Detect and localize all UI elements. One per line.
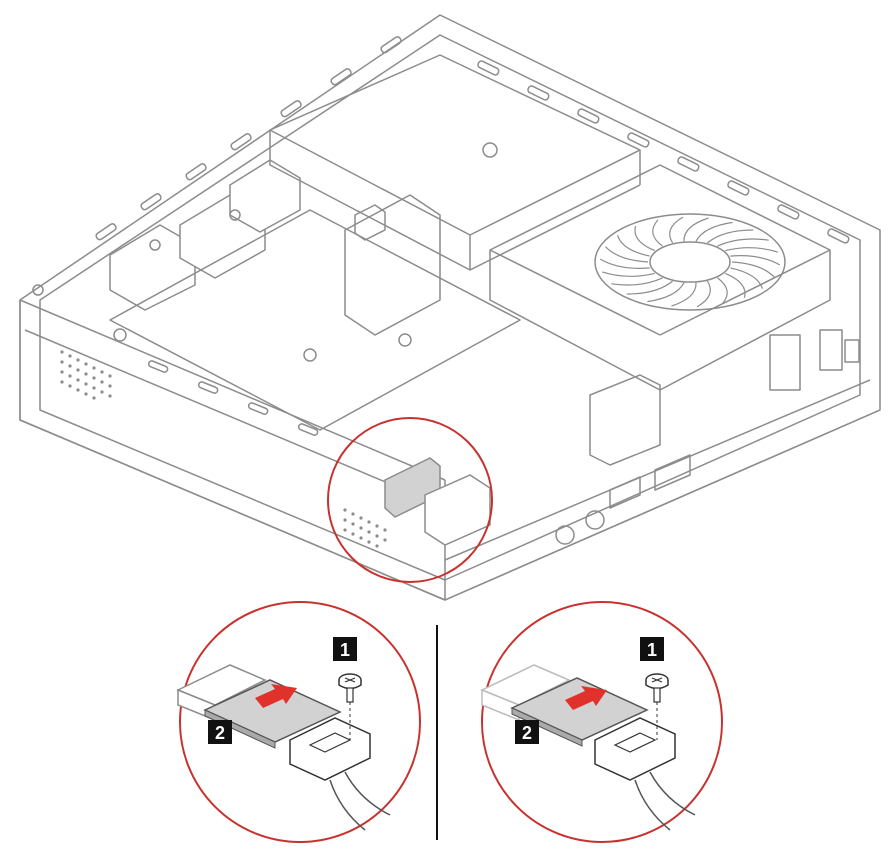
board-screw-hole-4 [32,284,44,296]
drive-bay-side [269,130,471,271]
antenna-cable-right-1 [634,779,671,831]
fan-hub [649,241,731,283]
vent-pattern-left [60,350,112,400]
fan-blade [730,267,763,289]
front-usb-port-2 [609,476,641,509]
fan-blades [594,213,786,311]
rear-ports [109,159,301,311]
detail-callout-right: 1 2 [480,601,723,843]
step-1-badge-left: 1 [333,637,357,661]
fan-blade [647,282,685,303]
rail-slots-front [147,360,319,436]
fan-blade [669,216,684,244]
right-face-mid-edge [444,379,871,561]
vent-pattern-front [343,508,387,548]
chassis-front-face [19,300,446,601]
step-2-badge-left: 2 [208,720,232,744]
fan-housing-edge [489,249,661,336]
fan-side-bracket [589,374,661,466]
rail-slots-right [477,60,850,244]
fan-blade [634,226,655,252]
board-screw-hole-1 [303,348,317,362]
fan-blade [725,272,746,298]
antenna-bracket-small [424,474,491,546]
fan-blade [671,282,697,307]
fan-blade [652,219,663,247]
board-screw-hole-3 [113,328,127,342]
fan-blade [696,280,711,308]
fan-blade [717,277,728,305]
fan-blade [626,280,673,295]
fan-blade [617,235,650,257]
slide-arrow-right [565,686,607,710]
fan-blade [730,255,781,266]
fan-blade [602,271,655,277]
fan-housing [489,164,831,391]
bracket-tab [354,204,386,241]
fan-blade [599,258,650,269]
fan-blade [695,221,733,242]
drive-bay-edge [469,184,641,271]
rear-connector-1 [769,334,801,391]
board-screw-hole-2 [398,333,412,347]
slide-arrow-left [255,684,297,708]
rail-slots-left [95,36,402,241]
front-audio-jack [555,525,575,545]
computer-chassis [19,14,881,601]
location-callout-ring [327,417,493,583]
fan-blade [605,246,649,263]
antenna-cable-right-2 [649,771,696,816]
step-1-label-right: 1 [647,640,657,660]
step-2-label-right: 2 [522,723,532,743]
screw-icon-right [645,673,669,740]
fan-blade [731,261,775,278]
front-audio-jack-2 [585,510,605,530]
front-usb-port [654,454,691,491]
fan-blade [725,247,778,253]
fan-blade [707,229,754,244]
right-face-edge [444,409,881,601]
fan-blade [683,217,709,242]
front-face-top-edge [19,299,446,481]
fan-blade [717,238,769,247]
fan-outer-ring [594,213,786,311]
step-1-badge-right: 1 [640,637,664,661]
storage-drive-bay [269,54,641,236]
antenna-cable-left-2 [344,771,391,816]
rear-connector-2 [819,329,843,371]
antenna-cable-left-1 [329,779,366,831]
detail-callout-left: 1 2 [176,601,421,843]
fan-blade [611,277,663,286]
step-1-label-left: 1 [340,640,350,660]
internal-bracket [344,194,441,336]
step-2-label-left: 2 [215,723,225,743]
chassis-inner-rim [39,34,861,581]
step-2-badge-right: 2 [515,720,539,744]
rear-connector-3 [844,339,860,363]
drive-bay-hole [482,142,498,158]
motherboard-area [109,209,521,431]
wifi-card-location [327,417,493,583]
front-face-mid-edge [24,329,441,506]
screw-icon-left [338,673,362,740]
